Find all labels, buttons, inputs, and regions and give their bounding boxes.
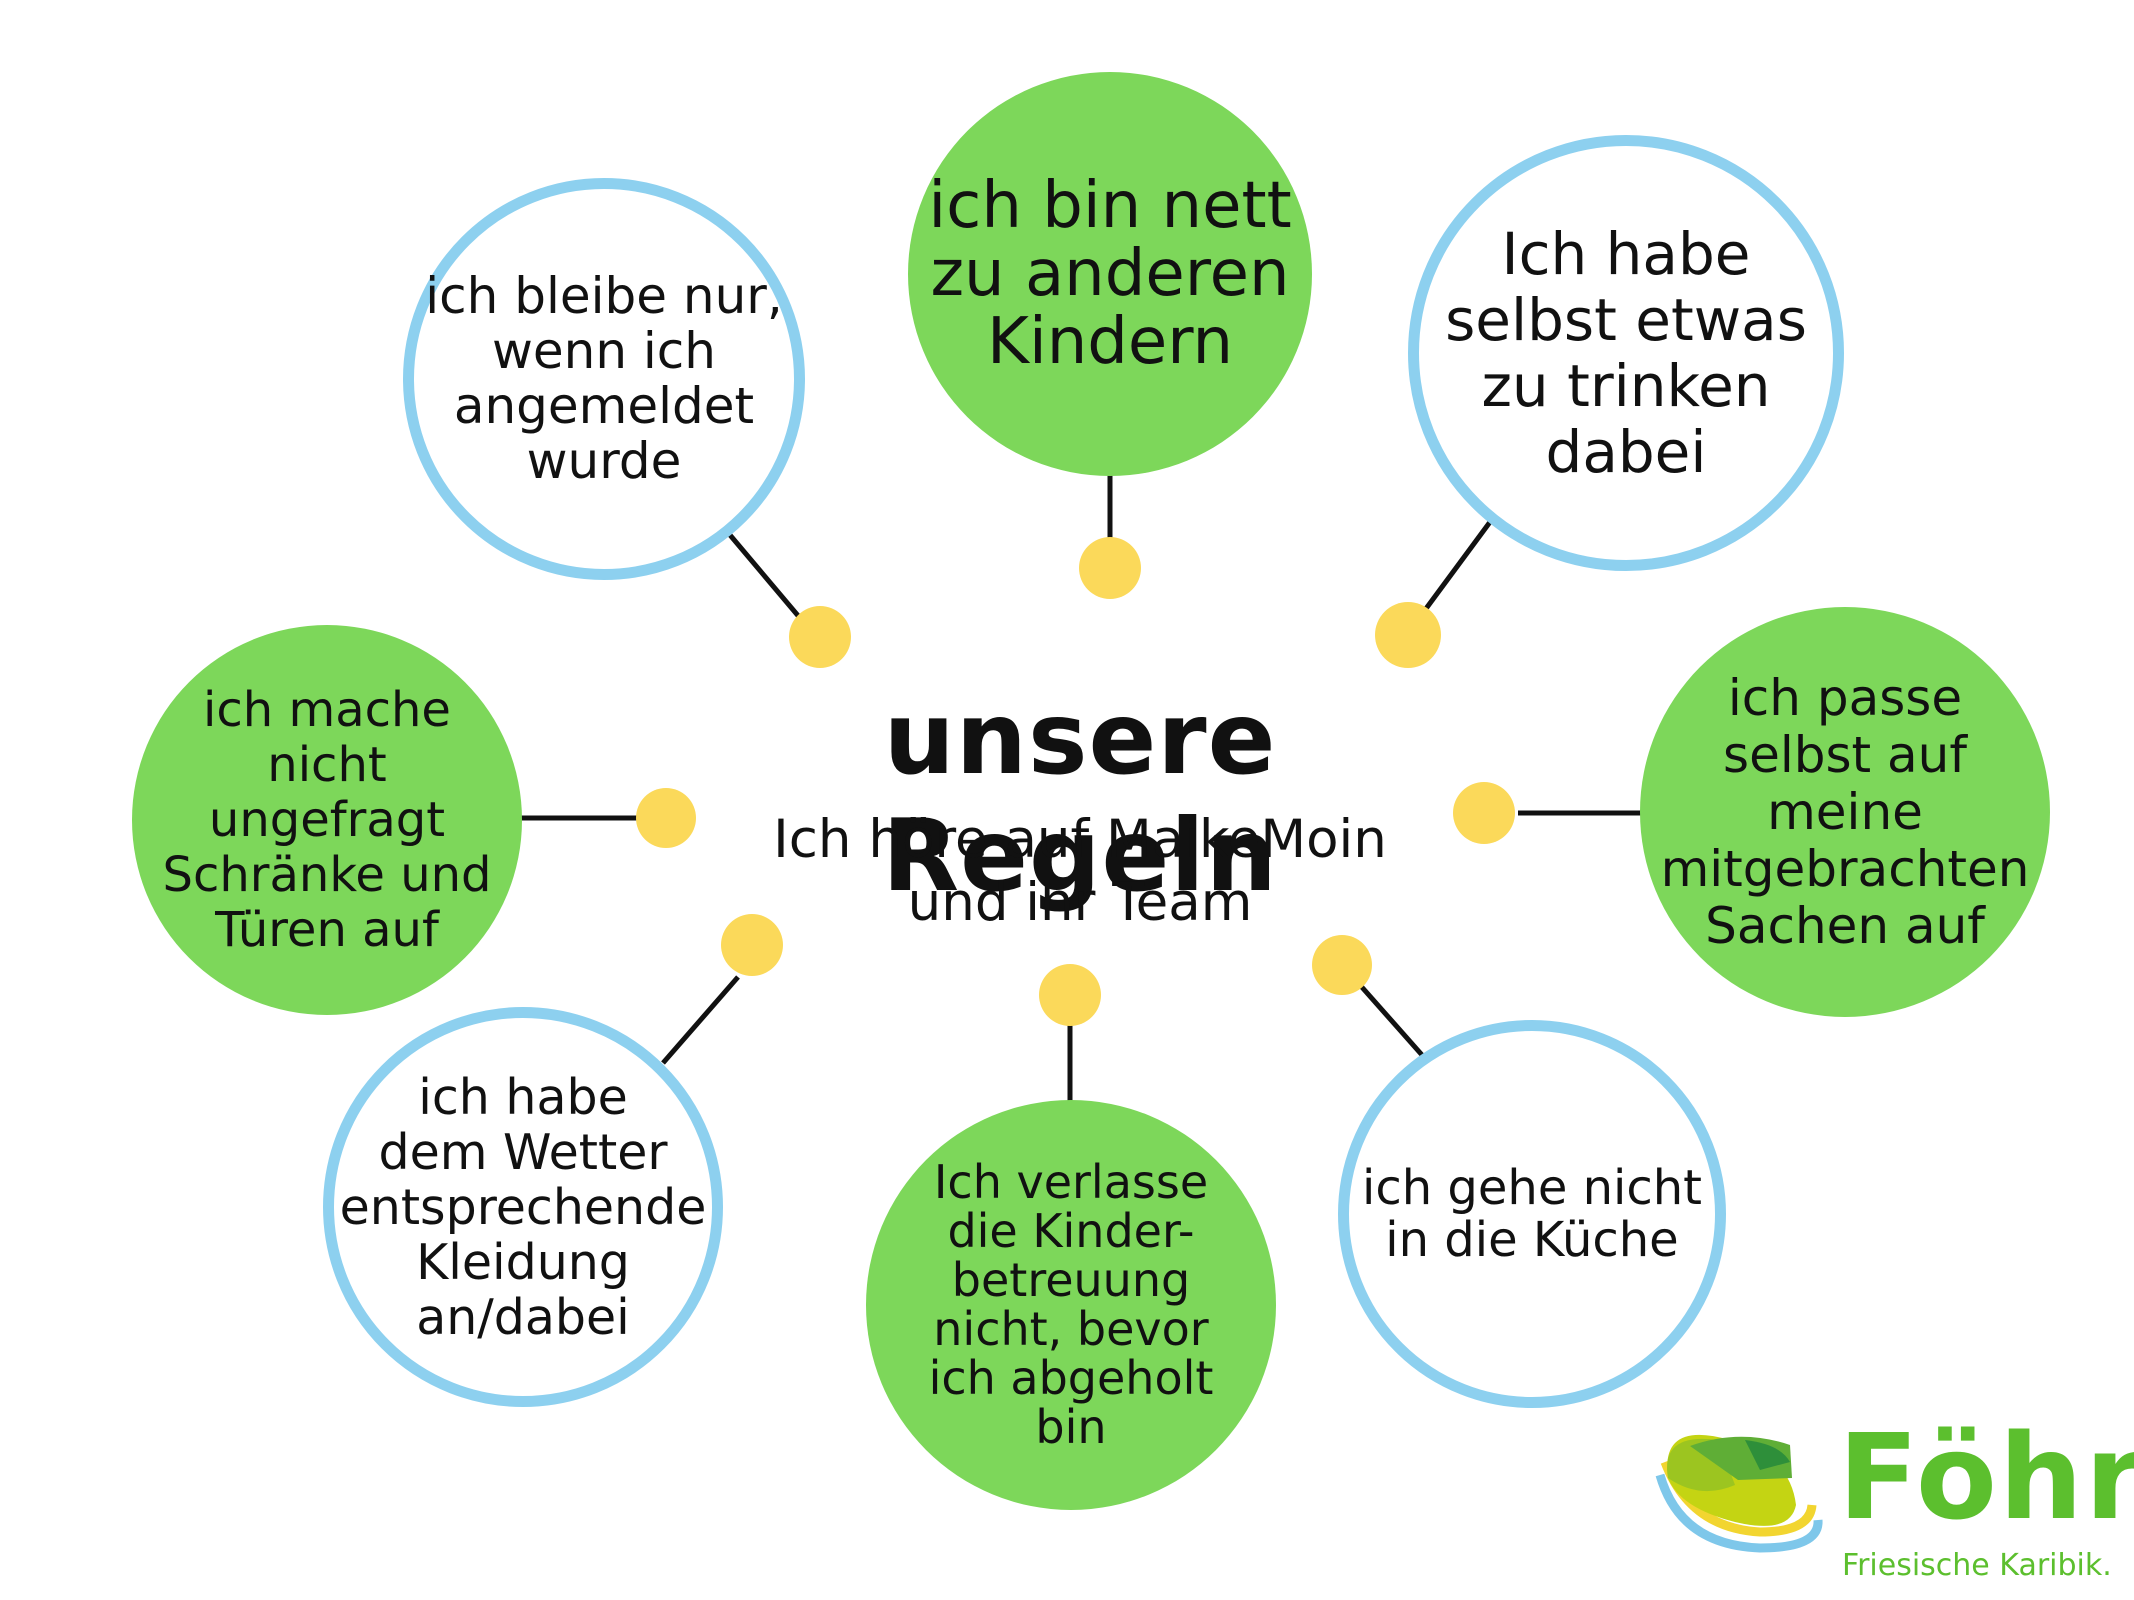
- rule-node-abgeholt: Ich verlasse die Kinder- betreuung nicht…: [866, 1100, 1276, 1510]
- junction-dots: [636, 537, 1515, 1026]
- rule-node-sachen: ich passe selbst auf meine mitgebrachten…: [1640, 607, 2050, 1017]
- rule-text-trinken: Ich habe selbst etwas zu trinken dabei: [1445, 220, 1807, 486]
- rule-node-nett: ich bin nett zu anderen Kindern: [908, 72, 1312, 476]
- rule-node-kleidung: ich habe dem Wetter entsprechende Kleidu…: [323, 1007, 723, 1407]
- page-title: unsere Regeln: [882, 680, 1278, 914]
- rule-text-angemeldet: ich bleibe nur, wenn ich angemeldet wurd…: [425, 267, 783, 490]
- rule-text-schraenke: ich mache nicht ungefragt Schränke und T…: [162, 681, 492, 958]
- connector-angemeldet: [728, 533, 802, 620]
- rule-node-angemeldet: ich bleibe nur, wenn ich angemeldet wurd…: [403, 178, 805, 580]
- dot-sachen: [1453, 782, 1515, 844]
- logo-tagline: Friesische Karibik.: [1842, 1548, 2112, 1583]
- dot-angemeldet: [789, 606, 851, 668]
- rule-node-schraenke: ich mache nicht ungefragt Schränke und T…: [132, 625, 522, 1015]
- connector-kueche: [1358, 983, 1424, 1057]
- connector-kleidung: [661, 975, 740, 1065]
- rule-text-abgeholt: Ich verlasse die Kinder- betreuung nicht…: [928, 1155, 1214, 1454]
- dot-trinken: [1375, 602, 1441, 668]
- dot-kleidung: [721, 914, 783, 976]
- dot-nett: [1079, 537, 1141, 599]
- rule-text-nett: ich bin nett zu anderen Kindern: [928, 169, 1292, 379]
- dot-abgeholt: [1039, 964, 1101, 1026]
- rule-node-trinken: Ich habe selbst etwas zu trinken dabei: [1408, 135, 1844, 571]
- rule-text-kueche: ich gehe nicht in die Küche: [1361, 1160, 1702, 1268]
- rule-node-kueche: ich gehe nicht in die Küche: [1338, 1020, 1726, 1408]
- connector-lines: [520, 475, 1650, 1105]
- dot-schraenke: [636, 788, 696, 848]
- foehr-logo-mark: [1655, 1434, 1823, 1553]
- page-subtitle: Ich höre auf MaikeMoin und ihr Team: [773, 809, 1387, 933]
- connector-trinken: [1422, 520, 1493, 612]
- dot-kueche: [1312, 935, 1372, 995]
- rule-text-kleidung: ich habe dem Wetter entsprechende Kleidu…: [339, 1068, 707, 1346]
- rule-text-sachen: ich passe selbst auf meine mitgebrachten…: [1660, 668, 2030, 955]
- logo-name: Föhr: [1838, 1408, 2134, 1546]
